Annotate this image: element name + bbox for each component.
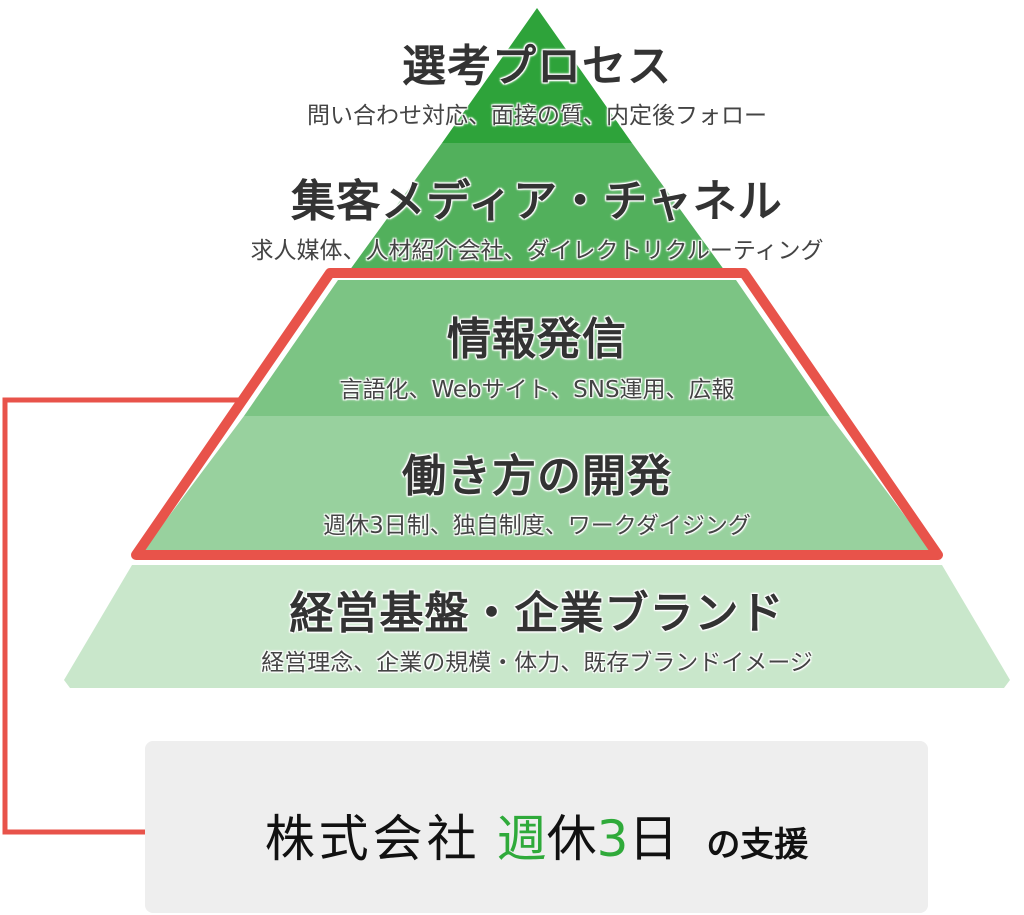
brand-char-2: 休 (546, 810, 597, 868)
tier-1-subtitle: 問い合わせ対応、面接の質、内定後フォロー (307, 103, 767, 129)
tier-4-shape (142, 416, 932, 552)
tier-3-title: 情報発信 (447, 314, 627, 365)
tier-1-shape (442, 8, 632, 143)
company-logo: 株式会社 週休3日 の支援 (145, 799, 928, 871)
tier-2-subtitle: 求人媒体、人材紹介会社、ダイレクトリクルーティング (250, 238, 824, 264)
tier-1-title: 選考プロセス (402, 41, 672, 92)
tier-5-subtitle: 経営理念、企業の規模・体力、既存ブランドイメージ (261, 650, 813, 676)
tier-2-title: 集客メディア・チャネル (291, 176, 783, 227)
tier-3-subtitle: 言語化、Webサイト、SNS運用、広報 (339, 377, 735, 403)
tier-5-title: 経営基盤・企業ブランド (289, 588, 785, 639)
brand-char-4: 日 (628, 810, 679, 868)
tier-5-shape (64, 565, 1010, 688)
brand-char-3: 3 (596, 810, 629, 868)
support-box: 株式会社 週休3日 の支援 (145, 741, 928, 913)
company-prefix: 株式会社 (264, 810, 481, 868)
support-suffix: の支援 (706, 825, 809, 865)
tier-2-shape (344, 143, 730, 278)
tier-4-title: 働き方の開発 (402, 451, 672, 502)
highlight-outline (131, 268, 943, 560)
tier-3-shape (244, 280, 830, 416)
tier-4-subtitle: 週休3日制、独自制度、ワークダイジング (323, 513, 751, 539)
connector-line (2, 397, 240, 835)
brand-char-1: 週 (496, 810, 547, 868)
